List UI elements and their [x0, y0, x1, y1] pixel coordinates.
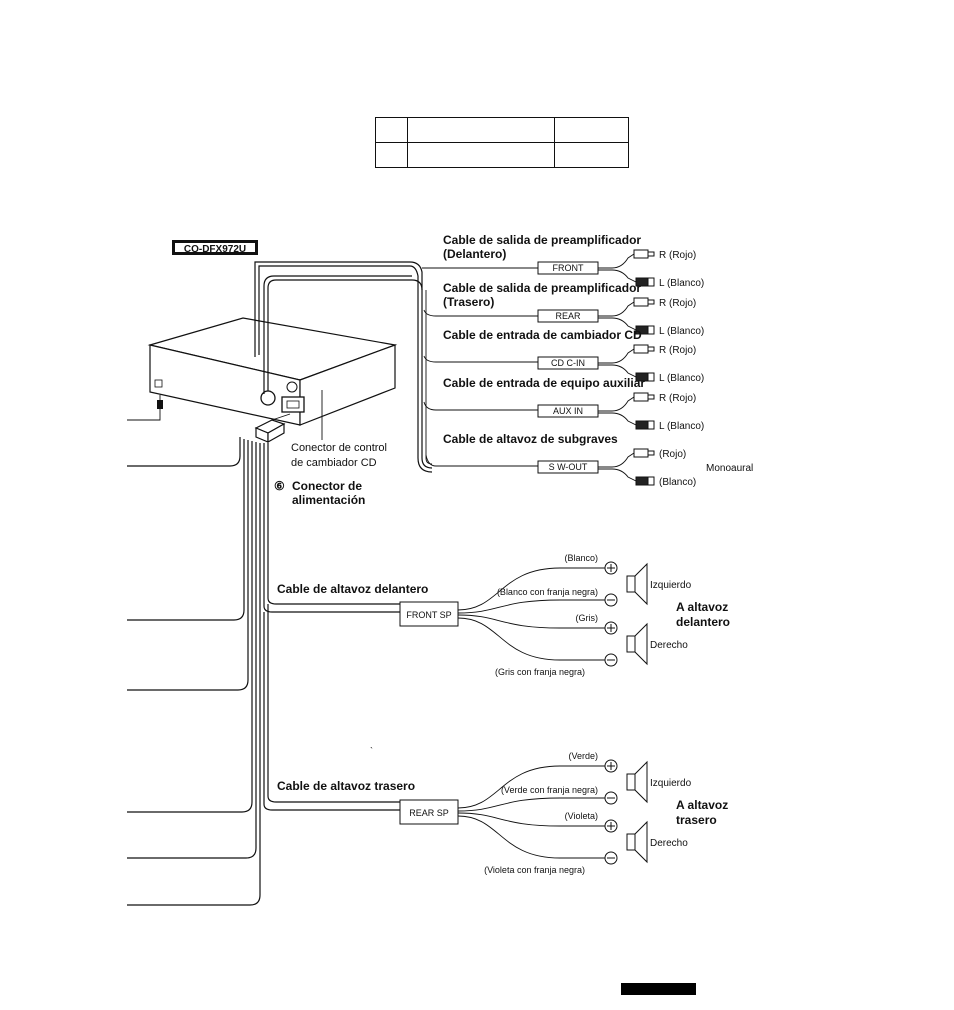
front_speaker-wire-label: (Gris con franja negra) — [495, 667, 585, 677]
power-connector-label-1: Conector de — [292, 479, 362, 493]
plug-label: L (Blanco) — [659, 278, 704, 289]
rear_speaker-left-label: Izquierdo — [650, 778, 692, 789]
preamp-cable-title: Cable de entrada de cambiador CD — [443, 328, 642, 342]
preamp-cable-title: Cable de altavoz de subgraves — [443, 432, 618, 446]
preamp-connector-label: S W-OUT — [549, 462, 588, 472]
rear_speaker-wire-label: (Verde con franja negra) — [501, 785, 598, 795]
preamp-cable-subtitle: (Delantero) — [443, 247, 506, 261]
front_speaker-cable-label: Cable de altavoz delantero — [277, 582, 428, 596]
preamp-cable-2: Cable de entrada de cambiador CD CD C-IN R… — [443, 328, 704, 384]
table-cell — [554, 117, 629, 143]
plug-label: R (Rojo) — [659, 298, 696, 309]
preamp-cable-title: Cable de salida de preamplificador — [443, 233, 641, 247]
preamp-connector-label: AUX IN — [553, 406, 583, 416]
plug-label: R (Rojo) — [659, 345, 696, 356]
rear_speaker-connector-label: REAR SP — [409, 808, 449, 818]
antenna-socket-icon — [286, 381, 298, 393]
preamp-cable-4: Cable de altavoz de subgraves S W-OUT (Roj… — [443, 432, 753, 488]
cd-control-socket-icon — [260, 390, 276, 406]
table-cell — [407, 142, 555, 168]
rca-plug-icon — [633, 249, 655, 259]
front_speaker-left-label: Izquierdo — [650, 580, 692, 591]
plug-label: (Rojo) — [659, 449, 686, 460]
speaker-icon — [626, 562, 648, 606]
plug-label: L (Blanco) — [659, 326, 704, 337]
rca-plug-icon — [635, 277, 655, 287]
rca-plug-icon — [633, 392, 655, 402]
cd-control-label-2: de cambiador CD — [291, 457, 377, 469]
rear_speaker-cable-label: Cable de altavoz trasero — [277, 779, 415, 793]
rca-plug-icon — [635, 372, 655, 382]
front_speaker-connector-label: FRONT SP — [406, 610, 451, 620]
speaker-icon — [626, 760, 648, 804]
preamp-connector-label: REAR — [555, 311, 581, 321]
rear_speaker-wire-label: (Violeta con franja negra) — [484, 865, 585, 875]
front_speaker-wire-label: (Blanco) — [564, 553, 598, 563]
plug-label: R (Rojo) — [659, 250, 696, 261]
footer-bar — [621, 983, 696, 995]
front_speaker-target-1: A altavoz — [676, 600, 728, 614]
plug-label: L (Blanco) — [659, 421, 704, 432]
rca-plug-icon — [635, 325, 655, 335]
speaker-icon — [626, 820, 648, 864]
rear_speaker-target-1: A altavoz — [676, 798, 728, 812]
model-badge: CQ-DFX972U — [172, 240, 258, 255]
plug-label: (Blanco) — [659, 477, 696, 488]
front_speaker-wire-label: (Gris) — [576, 613, 599, 623]
power-connector-label-2: alimentación — [292, 493, 365, 507]
model-badge-text: CQ-DFX972U — [184, 244, 246, 255]
plug-label: L (Blanco) — [659, 373, 704, 384]
preamp-cable-title: Cable de salida de preamplificador — [443, 281, 641, 295]
rca-plug-icon — [633, 448, 655, 458]
front_speaker-connector-box — [399, 601, 459, 627]
preamp-cable-1: Cable de salida de preamplificador(Trase… — [443, 281, 704, 337]
preamp-cables: Cable de salida de preamplificador(Delan… — [443, 233, 753, 488]
preamp-cable-subtitle: (Trasero) — [443, 295, 494, 309]
rear_speaker-right-label: Derecho — [650, 838, 688, 849]
rca-plug-icon — [633, 344, 655, 354]
speaker-icon — [626, 622, 648, 666]
rear_speaker-target-2: trasero — [676, 813, 717, 827]
power-socket-icon — [281, 396, 305, 413]
rear_speaker-wire-label: (Violeta) — [565, 811, 598, 821]
rca-plug-icon — [635, 476, 655, 486]
preamp-cable-0: Cable de salida de preamplificador(Delan… — [443, 233, 704, 289]
power-plug-icon — [254, 413, 291, 444]
subwoofer-mode: Monoaural — [706, 463, 753, 474]
rear_speaker-connector-box — [399, 799, 459, 825]
stray-mark: ` — [370, 746, 373, 756]
power-connector-number: ⑥ — [274, 479, 285, 493]
rear_speaker-wire-label: (Verde) — [568, 751, 598, 761]
table-row — [375, 142, 629, 168]
front_speaker-wire-label: (Blanco con franja negra) — [497, 587, 598, 597]
table-cell — [554, 142, 629, 168]
preamp-cable-title: Cable de entrada de equipo auxiliar — [443, 376, 645, 390]
plug-label: R (Rojo) — [659, 393, 696, 404]
front_speaker-target-2: delantero — [676, 615, 730, 629]
preamp-connector-label: FRONT — [553, 263, 584, 273]
head-unit — [147, 317, 398, 426]
rca-plug-icon — [635, 420, 655, 430]
preamp-connector-label: CD C-IN — [551, 358, 585, 368]
header-table — [375, 117, 629, 168]
front_speaker-right-label: Derecho — [650, 640, 688, 651]
cd-control-label-1: Conector de control — [291, 442, 387, 454]
rca-plug-icon — [633, 297, 655, 307]
